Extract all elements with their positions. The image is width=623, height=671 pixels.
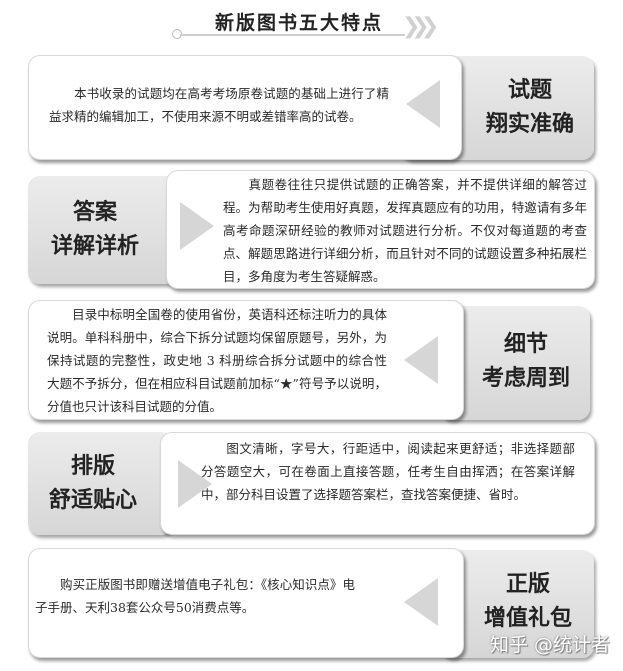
feature-3-text: 目录中标明全国卷的使用省份，英语科还标注听力的具体说明。单科科册中，综合下拆分试… bbox=[47, 307, 387, 414]
feature-1-text: 本书收录的试题均在高考考场原卷试题的基础上进行了精益求精的编辑加工，不使用来源不… bbox=[49, 86, 389, 124]
feature-4-label: 排版舒适贴心 bbox=[48, 454, 137, 513]
arrow-right-icon bbox=[180, 202, 214, 250]
feature-3-tab bbox=[440, 306, 590, 420]
feature-4-text: 图文清晰，字号大，行距适中，阅读起来更舒适；非选择题部分答题空大，可在卷面上直接… bbox=[201, 441, 575, 502]
feature-2-tab bbox=[28, 176, 178, 284]
feature-1-box: 本书收录的试题均在高考考场原卷试题的基础上进行了精益求精的编辑加工，不使用来源不… bbox=[28, 55, 462, 160]
feature-2-label: 答案详解详析 bbox=[50, 200, 139, 259]
feature-4-tab bbox=[28, 432, 173, 535]
feature-2-text: 真题卷往往只提供试题的正确答案，并不提供详细的解答过程。为帮助考生使用好真题，发… bbox=[223, 177, 587, 284]
watermark: 知乎 @统计者 bbox=[490, 634, 611, 656]
feature-5-tab bbox=[440, 550, 594, 658]
arrow-left-icon bbox=[404, 578, 438, 626]
arrow-right-icon bbox=[178, 460, 212, 508]
feature-3-label: 细节考虑周到 bbox=[481, 332, 570, 391]
arrow-left-icon bbox=[406, 80, 440, 128]
chevrons-icon: ❯❯❯ bbox=[402, 14, 439, 39]
feature-5-text: 购买正版图书即赠送增值电子礼包：《核心知识点》电子手册、天利38套公众号50消费… bbox=[35, 577, 355, 615]
feature-5-label: 正版增值礼包 bbox=[483, 572, 572, 631]
title-underline bbox=[180, 34, 405, 36]
arrow-left-icon bbox=[404, 336, 438, 384]
feature-5-box: 购买正版图书即赠送增值电子礼包：《核心知识点》电子手册、天利38套公众号50消费… bbox=[28, 548, 464, 658]
feature-2-box: 真题卷往往只提供试题的正确答案，并不提供详细的解答过程。为帮助考生使用好真题，发… bbox=[166, 170, 595, 289]
feature-4-box: 图文清晰，字号大，行距适中，阅读起来更舒适；非选择题部分答题空大，可在卷面上直接… bbox=[160, 432, 595, 535]
feature-1-label: 试题翔实准确 bbox=[485, 78, 574, 137]
page-title: 新版图书五大特点 bbox=[215, 12, 384, 34]
feature-3-box: 目录中标明全国卷的使用省份，英语科还标注听力的具体说明。单科科册中，综合下拆分试… bbox=[28, 300, 464, 420]
